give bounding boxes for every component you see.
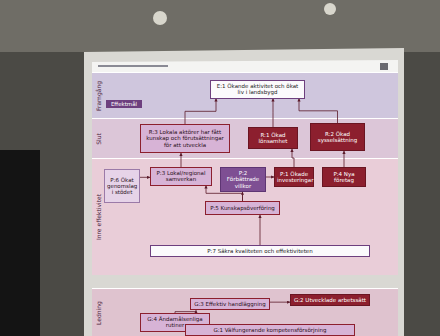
- band-label: Framgång: [96, 80, 103, 110]
- header-bar-label: Effektmål: [106, 100, 142, 108]
- process-box: P:7 Säkra kvaliteten och effektiviteten: [150, 245, 370, 257]
- ceiling-light: [153, 11, 167, 25]
- flow-arrow: [266, 177, 274, 178]
- process-box: P:6 Ökat genomslag i stödet: [104, 169, 140, 203]
- box-text: G:1 Välfungerande kompetensförsörjning: [188, 327, 352, 333]
- header-rule: [98, 65, 168, 67]
- swimlane-band: Framgång E:1 Ökande aktivitet och ökat li…: [92, 72, 398, 118]
- band-label: Slut: [96, 133, 103, 145]
- ceiling: [0, 0, 440, 52]
- flow-arrow: [206, 186, 243, 201]
- band-label: Ledning: [96, 301, 103, 325]
- process-box: G:2 Utvecklade arbetssätt: [290, 294, 370, 306]
- box-text: P:7 Säkra kvaliteten och effektiviteten: [153, 248, 367, 254]
- process-box: P:5 Kunskapsöverföring: [205, 201, 280, 215]
- flow-arrow: [140, 177, 150, 178]
- box-text: P:1 Ökade investeringar: [277, 171, 311, 184]
- process-box: R:3 Lokala aktörer har fått kunskap och …: [140, 124, 230, 153]
- swimlane-band: Slut R:3 Lokala aktörer har fått kunskap …: [92, 118, 398, 158]
- slide-header: [92, 60, 398, 72]
- box-text: P:4 Nya företag: [325, 171, 363, 184]
- box-text: P:3 Lokal/regional samverkan: [153, 170, 209, 183]
- dark-wall: [0, 150, 40, 336]
- box-text: R:2 Ökad sysselsättning: [313, 131, 362, 144]
- band-label-holder: Slut: [96, 133, 103, 145]
- flow-arrow: [181, 153, 182, 167]
- process-box: G:1 Välfungerande kompetensförsörjning: [185, 324, 355, 336]
- ceiling-light: [324, 3, 336, 15]
- box-text: R:3 Lokala aktörer har fått kunskap och …: [143, 129, 227, 148]
- band-label: Inre effektivitet: [96, 194, 103, 240]
- box-text: R:1 Ökad lönsamhet: [251, 132, 295, 145]
- process-box: P:3 Lokal/regional samverkan: [150, 167, 212, 186]
- process-box: G:3 Effektiv handläggning: [190, 298, 270, 310]
- band-label-holder: Inre effektivitet: [96, 194, 103, 240]
- flow-arrow: [185, 99, 216, 124]
- process-box: P:1 Ökade investeringar: [274, 167, 314, 187]
- box-text: G:2 Utvecklade arbetssätt: [293, 297, 367, 303]
- process-box: P:2 Förbättrade villkor: [220, 167, 266, 192]
- flow-arrow: [344, 151, 345, 167]
- box-text: P:6 Ökat genomslag i stödet: [107, 177, 137, 196]
- box-text: P:2 Förbättrade villkor: [223, 170, 263, 189]
- band-label-holder: Ledning: [96, 301, 103, 325]
- logo: [380, 63, 388, 70]
- process-box: P:4 Nya företag: [322, 167, 366, 187]
- swimlane-band: Ledning G:3 Effektiv handläggning G:2 Utve…: [92, 288, 398, 336]
- box-text: G:3 Effektiv handläggning: [193, 301, 267, 307]
- flow-arrow: [260, 215, 261, 245]
- band-label-holder: Framgång: [96, 80, 103, 110]
- box-text: E:1 Ökande aktivitet och ökat liv i land…: [213, 83, 302, 96]
- process-box: E:1 Ökande aktivitet och ökat liv i land…: [210, 80, 305, 99]
- flow-arrow: [299, 99, 338, 123]
- flow-arrow: [270, 302, 290, 303]
- flow-arrow: [273, 99, 274, 127]
- process-box: R:2 Ökad sysselsättning: [310, 123, 365, 151]
- process-box: R:1 Ökad lönsamhet: [248, 127, 298, 149]
- swimlane-band: Inre effektivitet P:6 Ökat genomslag i st…: [92, 158, 398, 275]
- projection-screen: [84, 48, 404, 336]
- flow-arrow: [175, 310, 196, 313]
- flow-arrow: [242, 192, 243, 201]
- flow-arrow: [292, 149, 294, 167]
- box-text: P:5 Kunskapsöverföring: [208, 205, 277, 211]
